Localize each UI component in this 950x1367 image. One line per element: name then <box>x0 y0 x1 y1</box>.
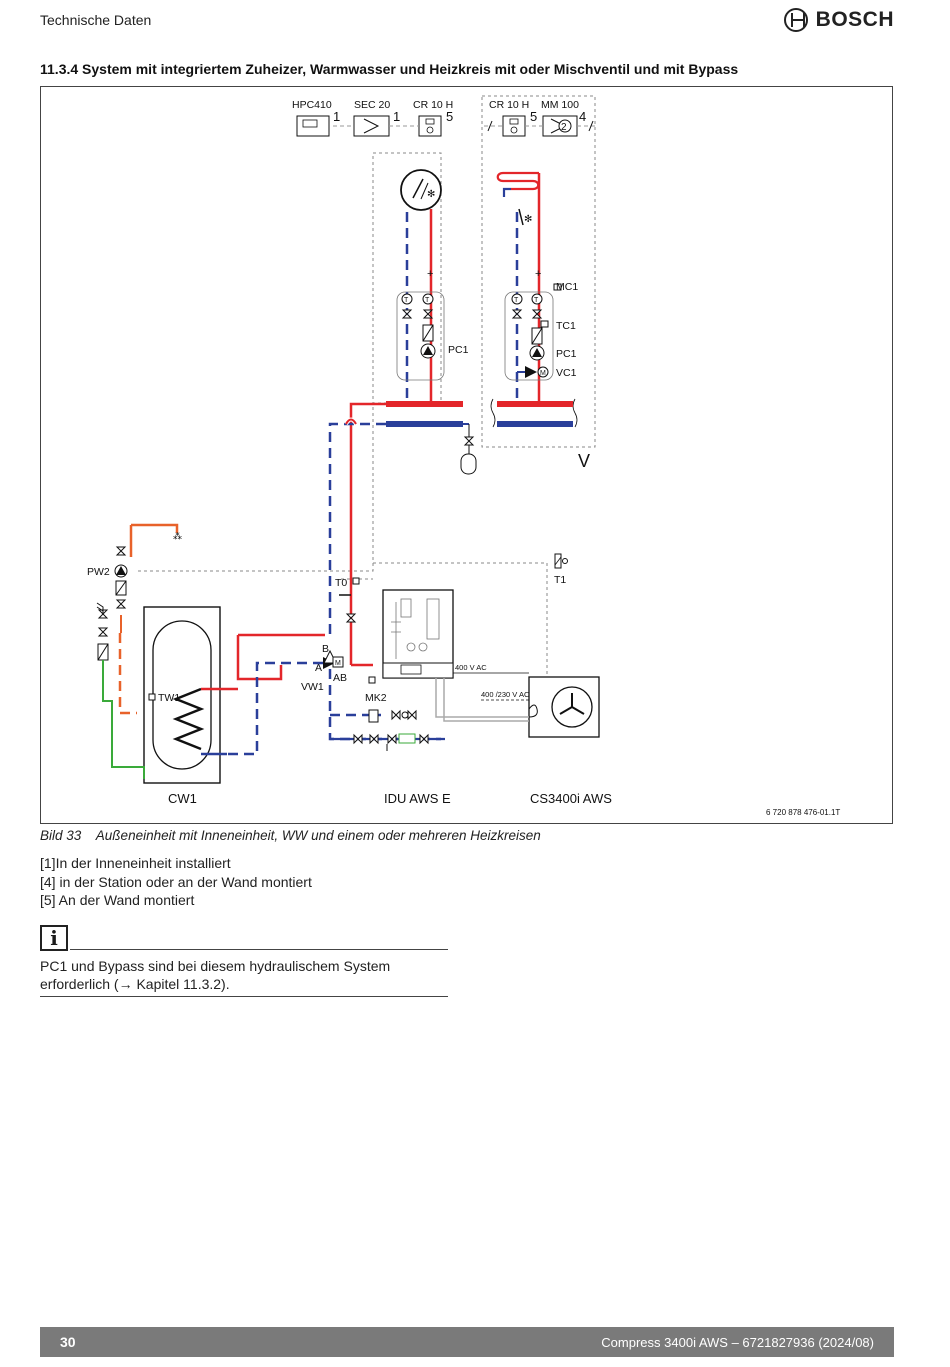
running-header: Technische Daten <box>40 12 152 28</box>
sec20-icon <box>353 115 390 137</box>
t1-label: T1 <box>554 574 566 586</box>
info-icon: i <box>40 925 68 951</box>
mm100-label: MM 100 <box>541 99 579 111</box>
mm100-number: 4 <box>579 109 586 124</box>
svg-text:M: M <box>335 660 341 667</box>
control-boundaries <box>138 95 596 677</box>
heating-circuit-1: ✻ + T T PC1 <box>396 169 469 407</box>
floor-heating-icon <box>496 171 540 191</box>
svg-text:T: T <box>404 297 409 304</box>
legend-item: [4] in der Station oder an der Wand mont… <box>40 873 312 890</box>
port-b-label: B <box>322 643 329 655</box>
mm100-circle-number: 2 <box>561 122 567 133</box>
motor-icon <box>332 656 344 668</box>
voltage-400-230-label: 400 /230 V AC <box>481 690 530 699</box>
svg-text:T: T <box>534 297 539 304</box>
vw1-label: VW1 <box>301 681 324 693</box>
brand-name: BOSCH <box>815 8 894 31</box>
legend-item: [5] An der Wand montiert <box>40 892 195 908</box>
page-number: 30 <box>60 1334 76 1350</box>
svg-text:+: + <box>535 268 541 280</box>
svg-text:M: M <box>540 370 546 377</box>
caption-label: Bild 33 <box>40 828 82 843</box>
return-group <box>330 709 445 751</box>
hydraulic-diagram: HPC410 1 SEC 20 1 CR 10 H 5 CR 10 H 5 MM… <box>40 86 893 824</box>
cs3400-label: CS3400i AWS <box>530 791 612 806</box>
port-ab-label: AB <box>333 672 347 684</box>
thermometer-icon <box>401 293 413 305</box>
svg-text:T: T <box>425 297 430 304</box>
mixing-valve-icon <box>525 366 537 378</box>
dhw-cylinder: TW1 CW1 ⁂ PW2 <box>87 523 238 806</box>
cr10h-b-label: CR 10 H <box>489 99 529 111</box>
motor-icon <box>537 366 549 378</box>
figure-reference: 6 720 878 476-01.1T <box>766 808 840 817</box>
thermometer-icon <box>531 293 543 305</box>
cw1-label: CW1 <box>168 791 197 806</box>
pc1-a-label: PC1 <box>448 344 469 356</box>
indoor-unit: 400 V AC MK2 <box>365 589 529 704</box>
svg-text:+: + <box>427 268 433 280</box>
svg-text:✻: ✻ <box>427 189 435 200</box>
outdoor-unit: 400 /230 V AC T1 <box>435 553 600 738</box>
port-a-label: A <box>315 662 322 674</box>
heating-circuit-2: ✻ + MC1 T T TC1 PC1 M VC1 V <box>490 171 590 471</box>
tc1-label: TC1 <box>556 320 576 332</box>
cr10h-b-number: 5 <box>530 109 537 124</box>
main-piping: T0 <box>236 402 386 681</box>
info-note: PC1 und Bypass sind bei diesem hydraulis… <box>40 958 391 992</box>
sec20-label: SEC 20 <box>354 99 390 111</box>
t0-label: T0 <box>335 577 347 589</box>
thermometer-icon <box>511 293 523 305</box>
heat-exchanger-coil-icon <box>172 687 205 751</box>
info-divider <box>70 949 448 950</box>
vc1-label: VC1 <box>556 367 577 379</box>
cr10h-a-label: CR 10 H <box>413 99 453 111</box>
legend-item: [1]In der Inneneinheit installiert <box>40 855 231 871</box>
v-label: V <box>578 451 590 471</box>
expansion-vessel-icon <box>460 453 477 475</box>
info-divider <box>40 996 448 997</box>
hpc410-icon <box>296 115 330 137</box>
bosch-armature-icon <box>783 8 808 32</box>
sec20-number: 1 <box>393 109 400 124</box>
diagram-svg: HPC410 1 SEC 20 1 CR 10 H 5 CR 10 H 5 MM… <box>87 95 840 817</box>
pw2-label: PW2 <box>87 566 110 578</box>
voltage-400-label: 400 V AC <box>455 663 487 672</box>
legend-list: [1]In der Inneneinheit installiert [4] i… <box>40 854 312 910</box>
manifolds <box>386 401 573 475</box>
page-footer: 30 Compress 3400i AWS – 6721827936 (2024… <box>40 1327 894 1357</box>
shower-icon: ⁂ <box>173 531 182 541</box>
mk2-label: MK2 <box>365 692 387 704</box>
cr10h-a-number: 5 <box>446 109 453 124</box>
pc1-b-label: PC1 <box>556 348 577 360</box>
caption-text: Außeneinheit mit Inneneinheit, WW und ei… <box>95 828 541 843</box>
thermometer-icon <box>422 293 434 305</box>
hpc410-label: HPC410 <box>292 99 332 111</box>
idu-label: IDU AWS E <box>384 791 451 806</box>
brand-logo: BOSCH <box>783 8 894 32</box>
mc1-label: MC1 <box>556 281 578 293</box>
document-id: Compress 3400i AWS – 6721827936 (2024/08… <box>601 1334 874 1350</box>
svg-text:✻: ✻ <box>524 214 532 225</box>
radiator-thermostat-icon <box>400 169 442 211</box>
tw1-label: TW1 <box>158 692 180 704</box>
controllers-row: HPC410 1 SEC 20 1 CR 10 H 5 CR 10 H 5 MM… <box>292 99 597 137</box>
svg-text:T: T <box>514 297 519 304</box>
section-title: 11.3.4 System mit integriertem Zuheizer,… <box>40 61 739 77</box>
hpc410-number: 1 <box>333 109 340 124</box>
figure-caption: Bild 33 Außeneinheit mit Inneneinheit, W… <box>40 828 541 843</box>
